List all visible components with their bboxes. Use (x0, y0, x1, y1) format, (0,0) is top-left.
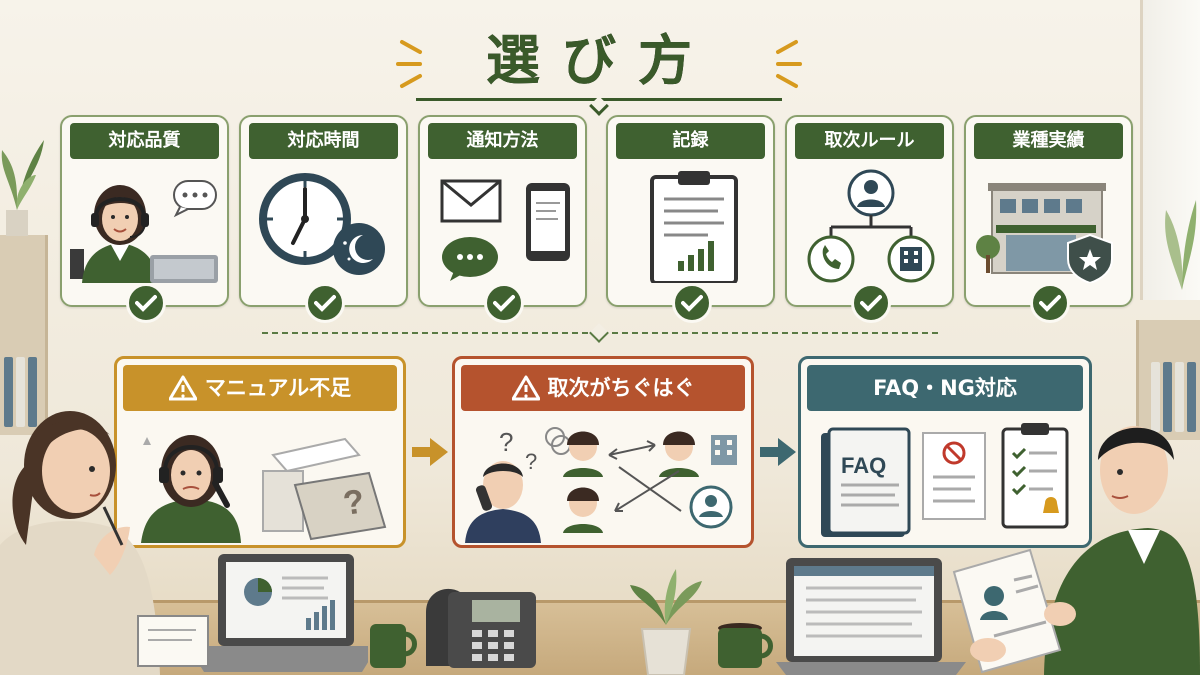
problem-header: FAQ・NG対応 (807, 365, 1083, 411)
sparkle-right-icon (776, 40, 802, 88)
routing-tree-icon (807, 169, 935, 283)
criteria-card-records: 記録 (606, 115, 775, 323)
criteria-card-routing: 取次ルール (785, 115, 954, 323)
criteria-card-industry: 業種実績 (964, 115, 1133, 323)
problem-box-routing: 取次がちぐはぐ ? ? (452, 356, 754, 548)
mixed-routing-icon: ? ? (465, 427, 737, 543)
criteria-label: 取次ルール (795, 123, 944, 159)
arrow-right-icon (760, 438, 796, 466)
check-icon (1030, 283, 1070, 323)
check-icon (305, 283, 345, 323)
warning-icon (168, 375, 197, 401)
laptop-left-illustration (188, 554, 368, 672)
title-area: 選び方 (0, 10, 1200, 116)
plant-left-icon (1, 140, 44, 236)
criteria-label: 対応時間 (249, 123, 398, 159)
clipboard-desk-illustration (137, 615, 209, 667)
operator-headset-icon (70, 180, 218, 283)
man-reading-illustration (952, 426, 1200, 675)
svg-text:?: ? (499, 427, 513, 457)
criteria-card-hours: 対応時間 (239, 115, 408, 323)
criteria-card-notification: 通知方法 (418, 115, 587, 323)
potted-plant-icon (630, 569, 702, 675)
clipboard-report-icon (650, 171, 738, 283)
criteria-label: 記録 (616, 123, 765, 159)
criteria-card-quality: 対応品質 (60, 115, 229, 323)
mail-phone-chat-icon (440, 179, 570, 281)
desk-phone-icon (426, 588, 536, 668)
arrow-right-icon (412, 438, 448, 466)
problem-label: マニュアル不足 (204, 376, 352, 400)
clock-moon-icon (259, 173, 385, 275)
background-shelf-left (0, 235, 48, 435)
criteria-label: 業種実績 (974, 123, 1123, 159)
problem-box-faq: FAQ・NG対応 FAQ (798, 356, 1092, 548)
problem-label: 取次がちぐはぐ (547, 376, 695, 400)
problem-label: FAQ・NG対応 (873, 376, 1017, 400)
operator-figure (563, 431, 699, 533)
building-shield-icon (976, 183, 1113, 283)
problem-header: 取次がちぐはぐ (461, 365, 745, 411)
laptop-right-illustration (776, 558, 966, 675)
problem-box-manual: マニュアル不足 ? (114, 356, 406, 548)
check-icon (484, 283, 524, 323)
criteria-label: 通知方法 (428, 123, 577, 159)
page-title: 選び方 (486, 29, 714, 92)
woman-thinking-illustration (0, 411, 160, 675)
plant-right-icon (1165, 200, 1197, 290)
section-divider-notch (589, 323, 609, 343)
mug-right-icon (718, 623, 773, 668)
warning-icon (511, 375, 540, 401)
problem-header: マニュアル不足 (123, 365, 397, 411)
check-icon (126, 283, 166, 323)
check-icon (672, 283, 712, 323)
background-shelf-right (1136, 320, 1200, 440)
criteria-label: 対応品質 (70, 123, 219, 159)
mug-left-icon (370, 624, 417, 668)
check-icon (851, 283, 891, 323)
faq-binder-icon: FAQ (821, 423, 1069, 537)
confused-operator-icon: ? (141, 435, 387, 543)
svg-text:?: ? (525, 449, 537, 474)
faq-binder-text: FAQ (841, 453, 886, 478)
sparkle-left-icon (396, 40, 422, 88)
